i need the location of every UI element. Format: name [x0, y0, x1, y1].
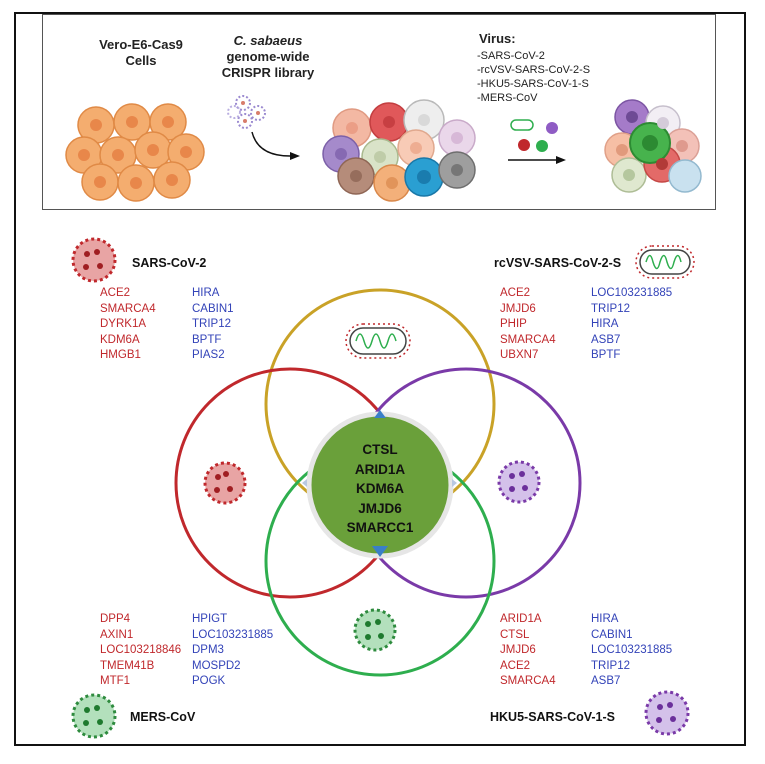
triangle-left-icon	[302, 479, 307, 487]
hku5-virion-icon	[497, 460, 541, 504]
straight-arrow-icon	[508, 156, 566, 164]
cell-cluster-transduced	[322, 99, 476, 202]
hku5-label: HKU5-SARS-CoV-1-S	[490, 710, 616, 724]
figure-frame	[14, 12, 746, 746]
virus-mini-icons	[510, 119, 558, 152]
cells-label: Vero-E6-Cas9 Cells	[99, 37, 183, 68]
sars-cov-2-corner-icon	[71, 237, 117, 283]
triangle-down-icon	[372, 546, 388, 557]
cell-cluster-orange	[65, 103, 205, 202]
triangle-right-icon	[452, 479, 457, 487]
sars-cov-2-virion-icon	[203, 461, 247, 505]
sars-cov-2-label: SARS-CoV-2	[132, 256, 207, 270]
cell-cluster-infected	[604, 99, 702, 193]
virus-list: -SARS-CoV-2 -rcVSV-SARS-CoV-2-S -HKU5-SA…	[477, 50, 591, 104]
mers-label: MERS-CoV	[130, 710, 196, 724]
rcvsv-corner-icon	[635, 245, 695, 279]
core-genes-list: CTSL ARID1A KDM6A JMJD6 SMARCC1	[346, 442, 414, 535]
crispr-library-virions-icon	[227, 95, 266, 129]
rcvsv-virion-icon	[345, 323, 411, 359]
curved-arrow-icon	[251, 131, 300, 160]
hku5-corner-icon	[644, 690, 690, 736]
triangle-up-icon	[374, 410, 386, 418]
virus-title: Virus:	[479, 31, 516, 46]
mers-virion-icon	[353, 608, 397, 652]
library-label: C. sabaeus genome-wide CRISPR library	[221, 33, 315, 80]
mers-corner-icon	[71, 693, 117, 739]
rcvsv-label: rcVSV-SARS-CoV-2-S	[494, 256, 622, 270]
